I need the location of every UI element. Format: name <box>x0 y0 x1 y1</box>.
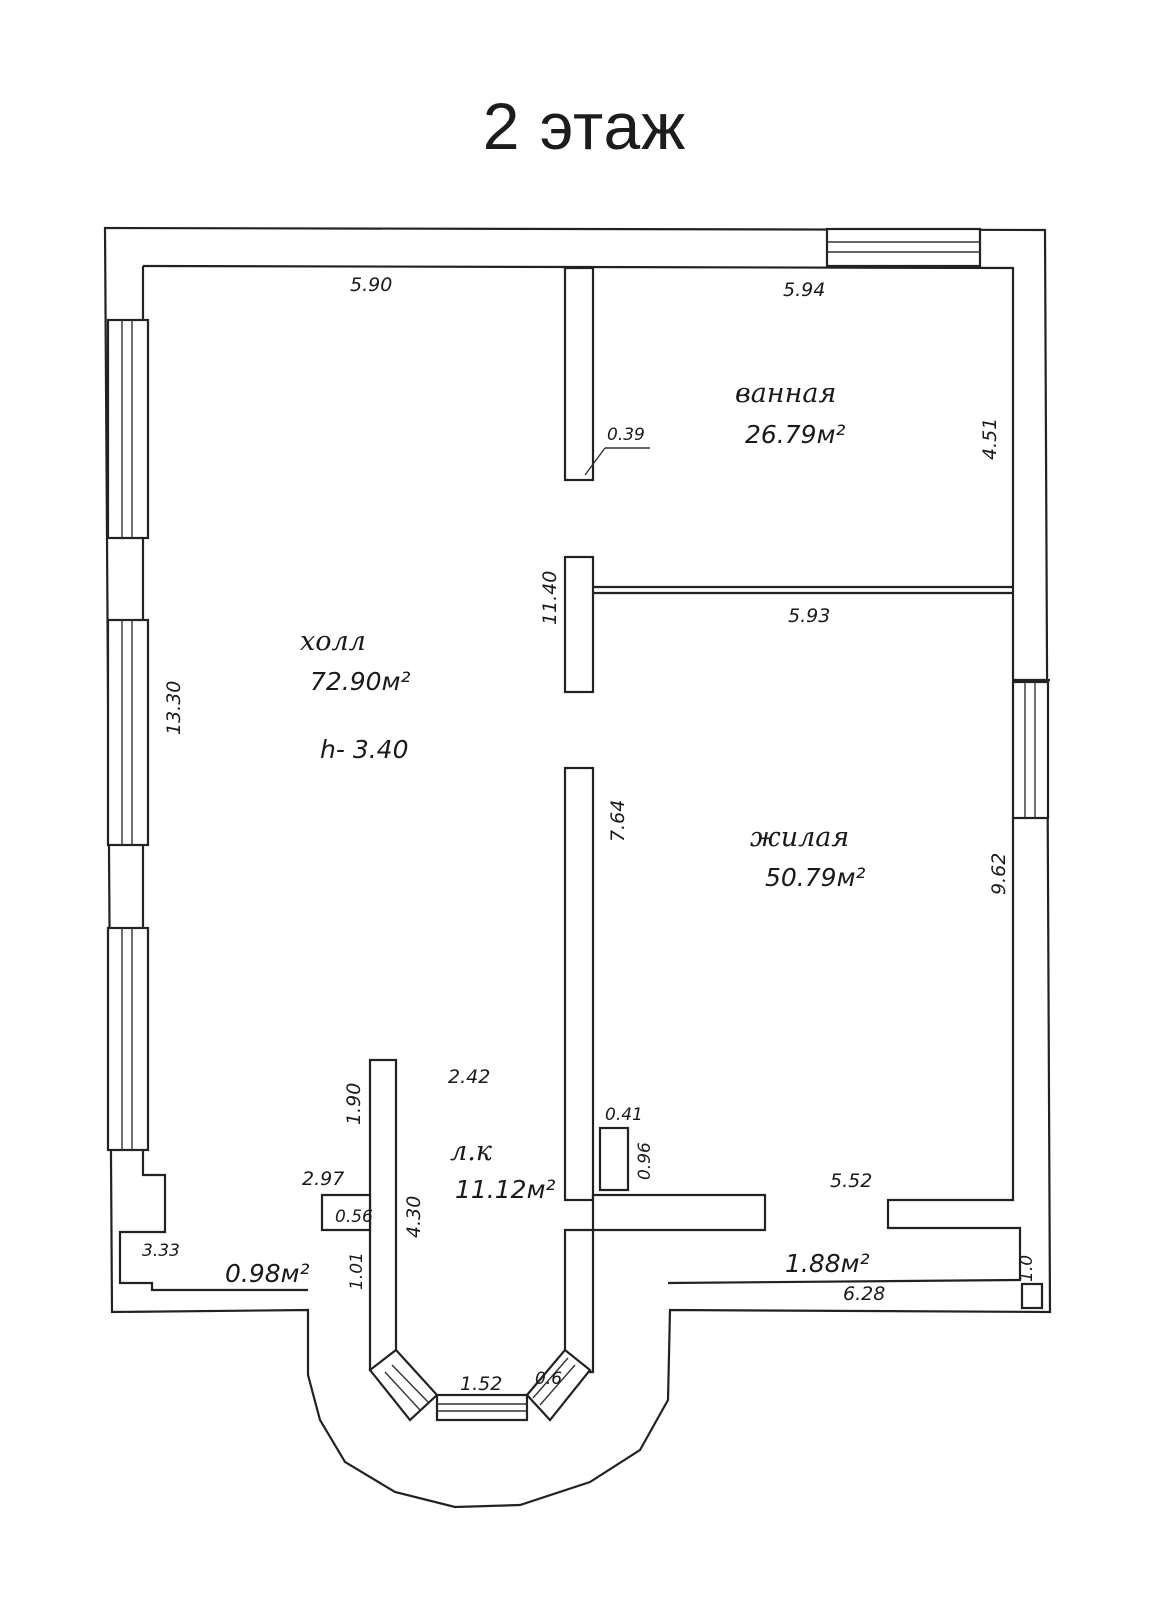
dim-inner-wall: 7.64 <box>607 800 629 842</box>
dim-4-30: 4.30 <box>403 1196 425 1238</box>
living-name: жилая <box>750 822 849 853</box>
living-area: 50.79м² <box>765 863 865 892</box>
interior-walls <box>320 266 1044 1422</box>
dim-6-28: 6.28 <box>843 1283 885 1305</box>
dim-1-52: 1.52 <box>460 1373 502 1395</box>
dim-2-97: 2.97 <box>302 1168 344 1190</box>
small-right-area: 1.88м² <box>785 1249 870 1278</box>
window-right <box>1011 680 1050 820</box>
hall-name: холл <box>300 626 366 657</box>
window-top <box>825 227 982 268</box>
dim-0-6: 0.6 <box>535 1369 562 1389</box>
page-title: 2 этаж <box>482 89 687 163</box>
dim-partition-len: 11.40 <box>539 571 561 625</box>
dim-1-01: 1.01 <box>347 1252 367 1290</box>
dimension-labels: 5.90 5.94 0.39 4.51 11.40 5.93 13.30 7.6… <box>142 274 1037 1395</box>
dim-bath-height: 4.51 <box>979 418 1001 460</box>
dim-3-33: 3.33 <box>142 1241 180 1261</box>
window-left-3 <box>106 926 150 1152</box>
dim-0-41: 0.41 <box>605 1105 643 1125</box>
room-labels: ванная 26.79м² холл 72.90м² h- 3.40 жила… <box>225 378 870 1288</box>
dim-top-right: 5.94 <box>783 279 825 301</box>
dim-stair-width: 2.42 <box>448 1066 490 1088</box>
window-left-2 <box>106 618 150 847</box>
bath-name: ванная <box>735 378 836 409</box>
dim-left-side: 13.30 <box>163 681 185 735</box>
hall-height: h- 3.40 <box>320 735 408 764</box>
small-left-area: 0.98м² <box>225 1259 310 1288</box>
stair-name: л.к <box>450 1136 493 1167</box>
dim-1-0: 1.0 <box>1017 1255 1037 1282</box>
window-left-1 <box>106 318 150 540</box>
dim-5-52: 5.52 <box>830 1170 872 1192</box>
outer-walls <box>103 226 1052 1509</box>
dim-0-96: 0.96 <box>635 1142 655 1180</box>
bath-area: 26.79м² <box>745 420 845 449</box>
dim-top-left: 5.90 <box>350 274 392 296</box>
dim-0-56: 0.56 <box>335 1207 373 1227</box>
stair-area: 11.12м² <box>455 1175 555 1204</box>
dim-wall-thickness: 0.39 <box>607 425 645 445</box>
dim-living-height: 9.62 <box>988 853 1010 895</box>
hall-area: 72.90м² <box>310 667 410 696</box>
dim-stair-left: 1.90 <box>343 1083 365 1125</box>
dim-bath-bottom: 5.93 <box>788 605 830 627</box>
